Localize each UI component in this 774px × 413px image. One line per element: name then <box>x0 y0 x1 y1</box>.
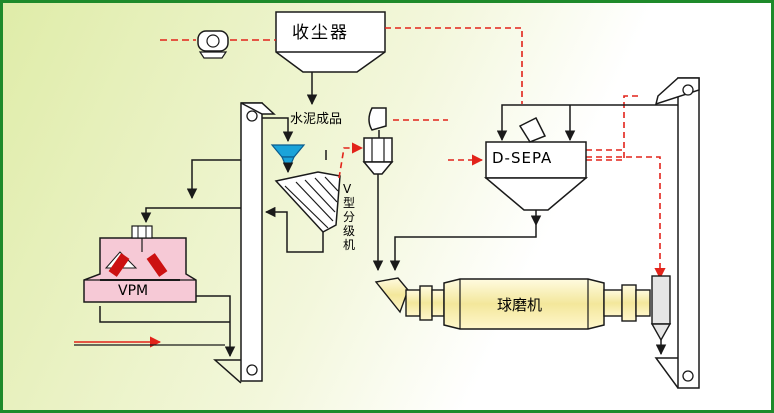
collector-to-sepa-air <box>385 27 523 104</box>
vpm-mill <box>83 225 197 303</box>
vpm-to-elevator-flow <box>196 295 236 358</box>
fan-icon <box>197 30 229 59</box>
v-classifier-char: V <box>343 182 352 196</box>
elevator-to-feeder-flow <box>262 117 294 143</box>
cyclone <box>362 107 394 175</box>
sepa-air-in <box>586 95 638 161</box>
cement-product-label: 水泥成品 <box>290 112 343 127</box>
ball-mill <box>374 277 651 330</box>
classifier-air-line <box>338 142 364 179</box>
dust-collector <box>275 11 386 106</box>
mill-outlet <box>650 275 672 356</box>
dust-collector-label: 收尘器 <box>292 23 349 43</box>
roller-right-icon <box>146 253 168 277</box>
bucket-elevator-left <box>213 102 276 384</box>
vpm-feed-line <box>140 207 241 224</box>
vpm-outlet-line <box>99 306 230 323</box>
classifier-return-flow <box>264 206 324 253</box>
v-classifier-label: V 型 分 级 机 <box>343 182 355 252</box>
vpm-label: VPM <box>118 283 149 299</box>
roller-left-icon <box>108 253 130 277</box>
bucket-elevator-right <box>654 77 700 389</box>
d-sepa-separator <box>483 116 589 227</box>
sepa-to-mill-flow <box>389 225 537 272</box>
splitter-feeder-icon <box>270 144 306 165</box>
v-classifier-char: 型 <box>343 196 356 210</box>
v-classifier <box>274 171 341 233</box>
v-classifier-char: 机 <box>343 238 356 252</box>
v-classifier-char: 分 <box>343 210 356 224</box>
v-classifier-char: 级 <box>343 224 356 238</box>
elevator-to-vpm-flow <box>186 159 241 200</box>
d-sepa-label: D-SEPA <box>492 149 553 167</box>
sepa-to-mill-air <box>586 156 666 280</box>
ball-mill-label: 球磨机 <box>497 296 543 314</box>
